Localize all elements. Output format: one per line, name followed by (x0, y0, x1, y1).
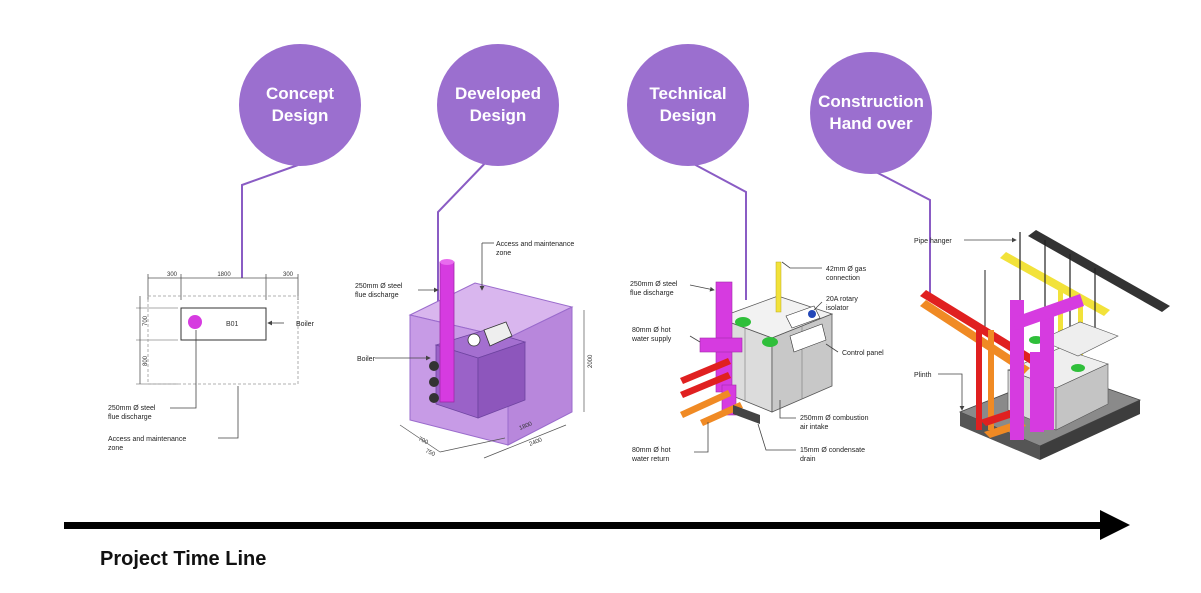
technical-label-gas-1: 42mm Ø gas (826, 266, 867, 273)
stage-concept-design: Concept Design (239, 44, 361, 166)
timeline-arrow-shaft (64, 522, 1104, 529)
technical-label-return-2: water return (631, 456, 669, 463)
developed-label-zone-1: Access and maintenance (496, 241, 574, 248)
connector-technical (689, 161, 747, 300)
technical-label-isolator-2: isolator (826, 305, 849, 312)
developed-isometric-drawing: 700 1800 2000 750 2400 Access and mainte… (355, 241, 594, 459)
concept-label-flue-1: 250mm Ø steel (108, 405, 156, 412)
concept-boiler-tag: B01 (226, 321, 239, 328)
connector-construction (871, 169, 931, 300)
technical-green-cap-2 (762, 337, 778, 347)
concept-dim-800: 800 (143, 355, 149, 366)
construction-label-hanger: Pipe hanger (914, 238, 952, 245)
stage-construction-hand-over-label: Construction Hand over (818, 92, 924, 133)
developed-label-flue-1: 250mm Ø steel (355, 283, 403, 290)
connector-concept (241, 164, 299, 278)
construction-dark-pipe (1028, 230, 1170, 312)
developed-dim-750: 750 (424, 448, 436, 458)
technical-label-isolator-1: 20A rotary (826, 296, 858, 303)
developed-label-zone-2: zone (496, 250, 511, 257)
concept-dim-700: 700 (143, 315, 149, 326)
developed-dim-700: 700 (417, 436, 429, 446)
technical-label-gas-2: connection (826, 275, 860, 282)
technical-orange-pipe-1 (680, 390, 731, 418)
stage-construction-hand-over: Construction Hand over (810, 52, 932, 174)
stage-technical-design-label: Technical Design (649, 84, 727, 125)
technical-label-supply-2: water supply (631, 336, 672, 343)
technical-gas-pipe (775, 261, 782, 313)
construction-label-plinth: Plinth (914, 372, 932, 379)
developed-dim-2400: 2400 (529, 437, 544, 448)
technical-orange-pipe-2 (700, 402, 743, 426)
concept-maintenance-zone (147, 295, 299, 385)
concept-label-flue-2: flue discharge (108, 414, 152, 421)
stage-technical-design: Technical Design (627, 44, 749, 166)
technical-label-drain-2: drain (800, 456, 816, 463)
technical-red-pipe-1 (680, 358, 731, 384)
concept-flue-dot (188, 315, 202, 329)
construction-isometric-drawing: Pipe hanger Plinth (914, 230, 1170, 460)
technical-label-supply-1: 80mm Ø hot (632, 327, 671, 334)
timeline-label: Project Time Line (100, 548, 267, 570)
concept-label-zone-2: zone (108, 445, 123, 452)
construction-orange-pipe (920, 300, 1030, 374)
technical-label-control: Control panel (842, 350, 884, 357)
technical-red-pipe-2 (680, 372, 731, 398)
technical-label-drain-1: 15mm Ø condensate (800, 447, 865, 454)
construction-flue-pipe-1 (1010, 300, 1024, 440)
technical-green-cap-1 (735, 317, 751, 327)
technical-isolator (808, 310, 816, 318)
technical-label-flue-1: 250mm Ø steel (630, 281, 678, 288)
technical-label-return-1: 80mm Ø hot (632, 447, 671, 454)
concept-label-zone-1: Access and maintenance (108, 436, 186, 443)
technical-label-intake-1: 250mm Ø combustion (800, 415, 869, 422)
concept-dim-1800: 1800 (217, 272, 231, 278)
technical-label-flue-2: flue discharge (630, 290, 674, 297)
stage-concept-design-label: Concept Design (266, 84, 334, 125)
concept-plan-drawing: 300 1800 300 700 800 B01 Boiler 250mm Ø … (108, 272, 315, 452)
developed-flue-pipe (439, 261, 455, 403)
concept-dim-300-left: 300 (167, 272, 178, 278)
developed-dim-2000: 2000 (588, 354, 594, 368)
stage-developed-design: Developed Design (437, 44, 559, 166)
developed-label-boiler: Boiler (357, 356, 376, 363)
developed-label-flue-2: flue discharge (355, 292, 399, 299)
concept-label-boiler: Boiler (296, 321, 315, 328)
stage-developed-design-label: Developed Design (455, 84, 541, 125)
timeline-arrow-head (1100, 510, 1130, 540)
developed-dim-1800: 1800 (519, 421, 534, 432)
concept-dim-300-right: 300 (283, 272, 294, 278)
technical-isometric-drawing: 250mm Ø steel flue discharge 42mm Ø gas … (630, 261, 884, 463)
technical-label-intake-2: air intake (800, 424, 829, 431)
